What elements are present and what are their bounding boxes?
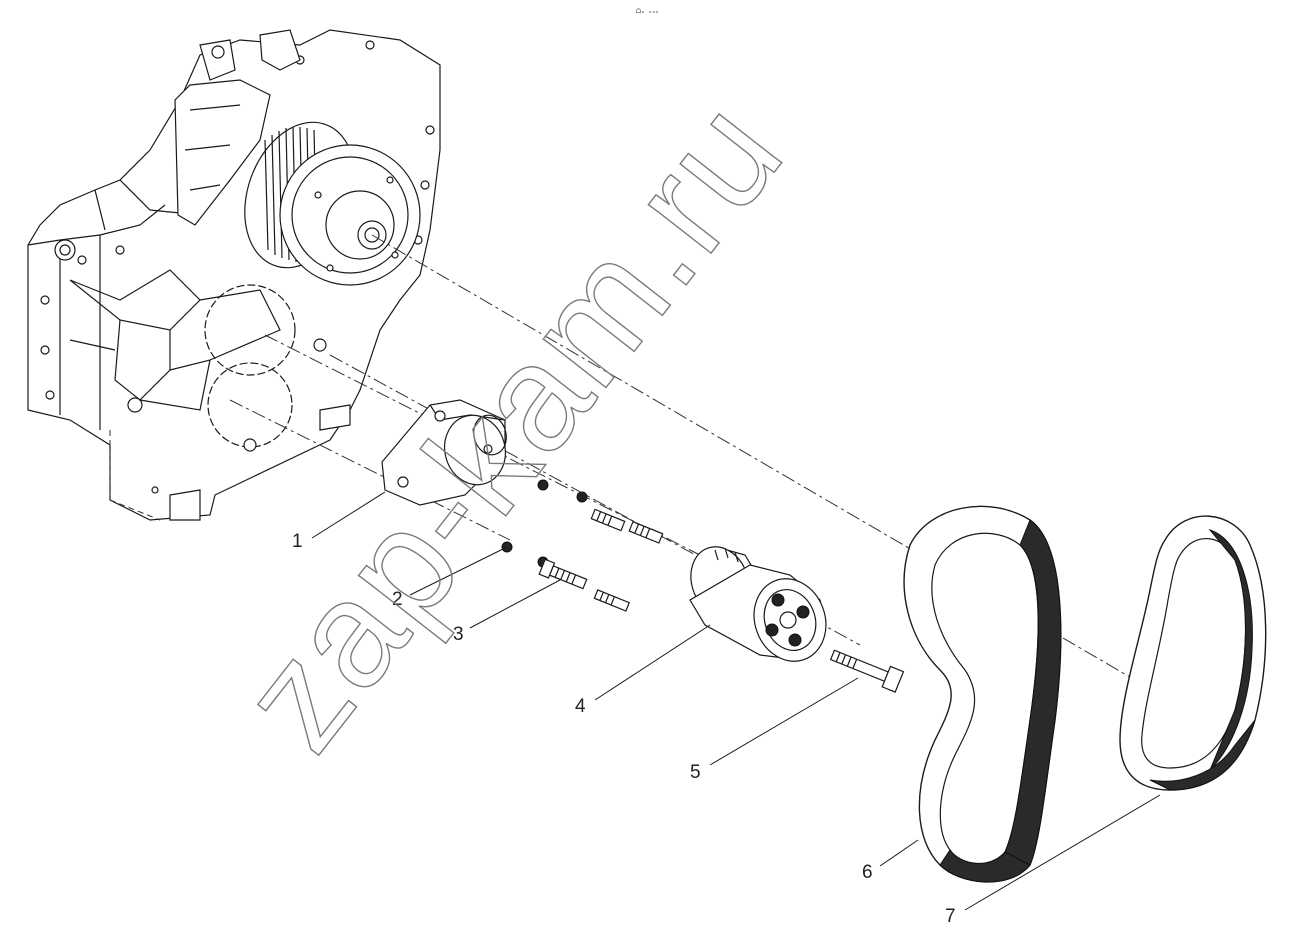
part-6-long-belt bbox=[903, 505, 1062, 883]
leader-lines bbox=[311, 491, 1161, 911]
callout-6: 6 bbox=[862, 862, 873, 883]
part-1-bracket bbox=[381, 399, 507, 506]
part-5-long-bolt bbox=[829, 649, 905, 693]
water-pump-hub bbox=[174, 79, 421, 286]
callout-2: 2 bbox=[392, 589, 403, 610]
part-4-tensioner bbox=[689, 546, 827, 662]
callout-3: 3 bbox=[453, 624, 464, 645]
part-7-short-belt bbox=[1119, 515, 1267, 791]
callout-4: 4 bbox=[575, 696, 586, 717]
header-mark: ᗝₒ ₒₒₒ bbox=[636, 8, 659, 15]
callout-numbers: 1 2 3 4 5 6 7 bbox=[292, 531, 956, 927]
callout-5: 5 bbox=[690, 762, 701, 783]
mounting-holes bbox=[40, 40, 435, 494]
callout-1: 1 bbox=[292, 531, 303, 552]
callout-7: 7 bbox=[945, 906, 956, 927]
part-3-bolts bbox=[538, 508, 664, 612]
